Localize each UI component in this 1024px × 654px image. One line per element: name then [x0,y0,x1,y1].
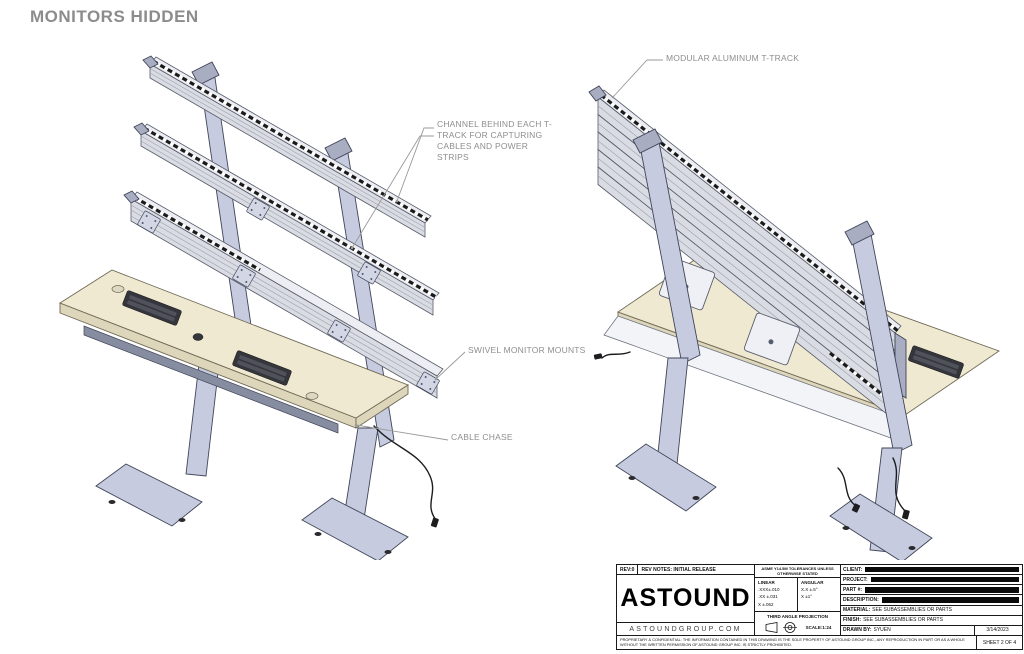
scale-label: SCALE:1:24 [805,625,832,630]
power-cables [593,351,910,520]
isometric-views [59,55,1000,560]
left-iso-view [59,55,444,560]
modular-t-track-stack [588,85,907,422]
field-description: DESCRIPTION: [841,595,1022,606]
field-finish: FINISH: SEE SUBASSEMBLIES OR PARTS [841,616,1022,626]
revision-row: REV:0 REV NOTES: INITIAL RELEASE [617,565,754,575]
redaction-bar [865,566,1019,573]
t-track-rail-2 [133,122,440,316]
swivel-monitor-mounts [137,197,440,395]
tolerance-column: ASME Y14.5M TOLERANCES UNLESS OTHERWISE … [755,565,841,635]
drawing-info-column: CLIENT: PROJECT: PART #: DESCRIPTION: MA… [841,565,1022,635]
keyboard [908,345,964,379]
astound-logo: ASTOUND [620,584,751,612]
sheet-number: SHEET 2 OF 4 [976,636,1022,649]
website-url: ASTOUNDGROUP.COM [617,622,754,635]
drawing-title: MONITORS HIDDEN [30,7,199,26]
redaction-bar [865,587,1019,593]
callout-leader-lines [350,59,663,441]
t-track-rail-1 [142,55,432,238]
third-angle-projection-icon [765,622,797,633]
rev-number: REV:0 [617,565,639,574]
field-client: CLIENT: [841,565,1022,576]
power-cable [373,425,439,528]
redaction-bar [881,597,1019,603]
title-block-footer: PROPRIETARY & CONFIDENTIAL: THE INFORMAT… [617,635,1022,649]
drawing-date: 3/14/2023 [974,625,1020,635]
grommet [305,392,319,400]
field-drawn-by: DRAWN BY: SYUEN 3/14/2023 [841,625,1022,635]
angular-tolerances: ANGULAR X.X ±.5° X ±1° [797,578,840,611]
right-view-uprights [632,128,913,455]
t-track-rail-3 [123,190,444,399]
keyboard [232,350,292,386]
left-view-desktop [59,269,409,434]
callout-modular-t-track: MODULAR ALUMINUM T-TRACK [666,53,800,63]
title-block: REV:0 REV NOTES: INITIAL RELEASE ASTOUND… [616,564,1023,650]
projection-label: THIRD ANGLE PROJECTION [766,614,829,619]
tolerance-table: LINEAR .XXX±.010 .XX ±.031 X ±.062 ANGUL… [755,578,840,612]
redaction-bar [870,576,1019,583]
callout-channel: CHANNEL BEHIND EACH T-TRACK FOR CAPTURIN… [437,119,552,163]
grommet [111,285,125,293]
callout-swivel-mounts: SWIVEL MONITOR MOUNTS [468,345,586,355]
title-block-main: REV:0 REV NOTES: INITIAL RELEASE ASTOUND… [617,565,1022,635]
tolerance-header: ASME Y14.5M TOLERANCES UNLESS OTHERWISE … [755,565,840,578]
field-project: PROJECT: [841,575,1022,586]
rev-notes: REV NOTES: INITIAL RELEASE [641,566,716,573]
field-material: MATERIAL: SEE SUBASSEMBLIES OR PARTS [841,606,1022,616]
proprietary-notice: PROPRIETARY & CONFIDENTIAL: THE INFORMAT… [620,637,965,648]
title-block-logo-column: REV:0 REV NOTES: INITIAL RELEASE ASTOUND… [617,565,755,635]
callout-cable-chase: CABLE CHASE [451,432,513,442]
keyboard [122,290,182,326]
drawn-by-name: SYUEN [873,627,891,634]
mouse [192,333,204,341]
linear-tolerances: LINEAR .XXX±.010 .XX ±.031 X ±.062 [758,580,780,607]
projection-cell: THIRD ANGLE PROJECTION SCALE:1:24 [755,612,840,635]
field-part-number: PART #: [841,585,1022,596]
right-iso-view [588,85,1000,560]
